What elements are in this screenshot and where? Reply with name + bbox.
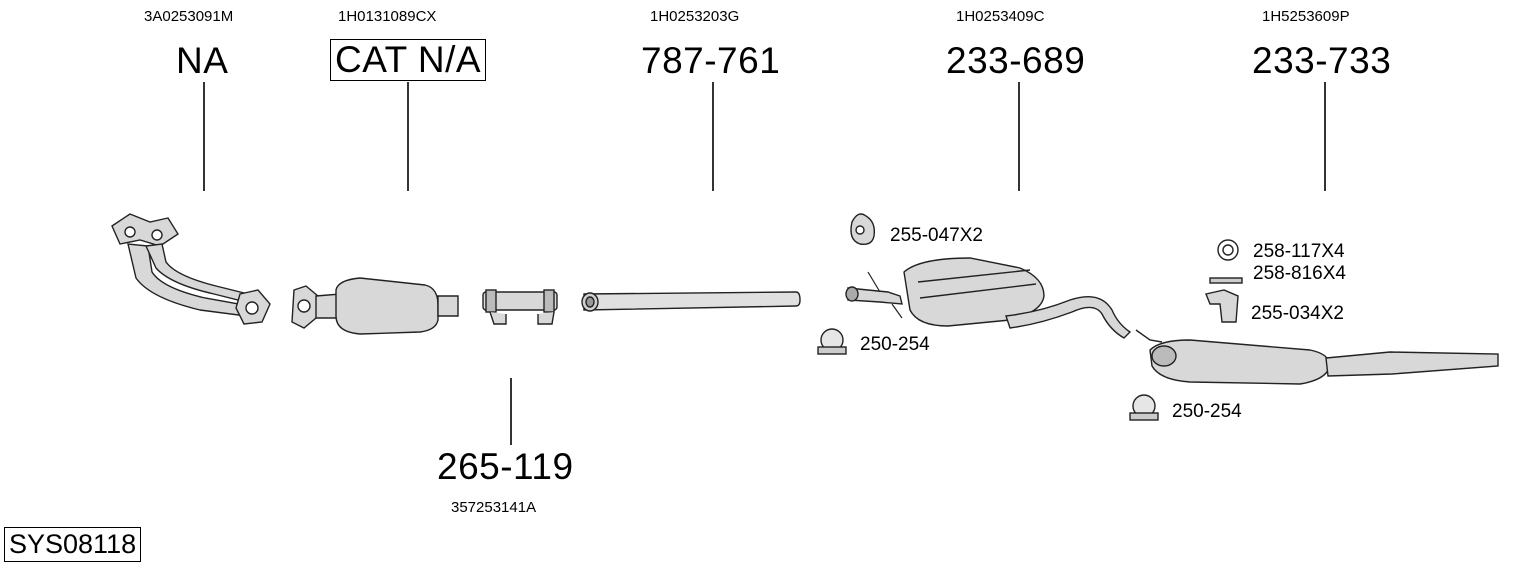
oem-number-front-pipe: 1H0253203G	[650, 8, 740, 25]
oem-number-middle-silencer: 1H0253409C	[956, 8, 1045, 25]
accessory-label-bolt-rear[interactable]: 258-816X4	[1253, 263, 1346, 284]
accessory-label-hanger-rear[interactable]: 255-034X2	[1251, 303, 1344, 324]
rear-silencer-part	[1135, 329, 1499, 385]
catalyst-part	[291, 277, 459, 335]
part-number-middle-silencer[interactable]: 233-689	[946, 40, 1086, 81]
part-number-connector-clamp[interactable]: 265-119	[437, 446, 574, 487]
clamp-rear-icon	[1129, 394, 1159, 421]
front-pipe-part	[581, 291, 801, 312]
manifold-part	[111, 213, 271, 325]
accessory-label-hanger-middle[interactable]: 255-047X2	[890, 225, 983, 246]
part-number-rear-silencer[interactable]: 233-733	[1252, 40, 1392, 81]
oem-number-connector-clamp: 357253141A	[451, 499, 537, 516]
part-number-front-pipe[interactable]: 787-761	[641, 40, 781, 81]
oem-number-manifold: 3A0253091M	[144, 8, 234, 25]
ring-rear-icon	[1217, 239, 1239, 261]
clamp-middle-icon	[817, 328, 847, 355]
accessory-label-clamp-rear[interactable]: 250-254	[1172, 401, 1242, 422]
oem-number-catalyst: 1H0131089CX	[338, 8, 437, 25]
system-code-box: SYS08118	[4, 527, 142, 562]
hanger-middle-icon	[850, 213, 876, 246]
oem-number-rear-silencer: 1H5253609P	[1262, 8, 1350, 25]
accessory-label-ring-rear[interactable]: 258-117X4	[1253, 241, 1345, 262]
accessory-label-clamp-middle[interactable]: 250-254	[860, 334, 930, 355]
part-number-catalyst[interactable]: CAT N/A	[330, 39, 487, 81]
part-number-manifold[interactable]: NA	[176, 40, 229, 81]
bolt-rear-icon	[1209, 277, 1243, 284]
middle-silencer-part	[845, 257, 1132, 339]
connector-clamp-part	[482, 289, 558, 325]
hanger-rear-icon	[1205, 289, 1239, 323]
